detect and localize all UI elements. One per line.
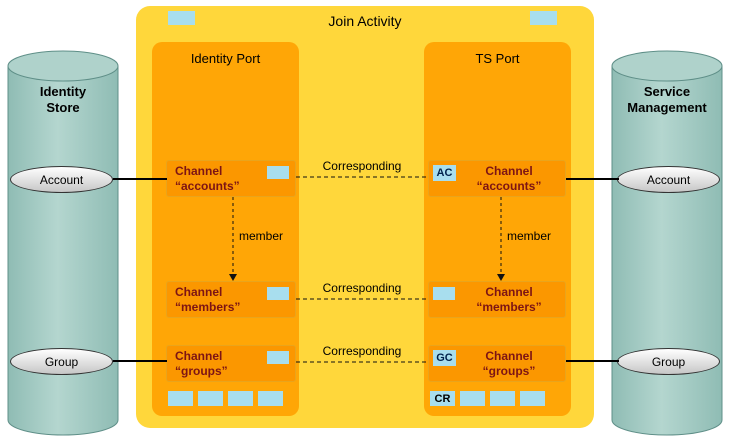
corresponding-label-members: Corresponding: [322, 281, 402, 295]
gc-tag: GC: [433, 350, 456, 366]
channel-name: “groups”: [482, 364, 536, 378]
decor-square: [258, 391, 283, 406]
diagram-title: Join Activity: [328, 13, 402, 29]
cr-tag: CR: [430, 391, 455, 406]
channel-word: Channel: [485, 285, 533, 299]
identity-port-title: Identity Port: [190, 51, 261, 66]
decor-square: [168, 391, 193, 406]
decor-rect: [433, 287, 455, 300]
join-activity-box: Join Activity Identity Port Channel “acc…: [136, 6, 594, 428]
channel-word: Channel: [485, 164, 533, 178]
decor-square: [520, 391, 545, 406]
channel-groups-ts: GC Channel “groups”: [428, 345, 566, 382]
decor-square: [460, 391, 485, 406]
channel-accounts-identity: Channel “accounts”: [166, 160, 296, 197]
identity-account-ellipse: Account: [10, 166, 113, 193]
channel-word: Channel: [175, 349, 223, 363]
channel-word: Channel: [485, 349, 533, 363]
channel-name: “members”: [476, 300, 542, 314]
service-management-line1: Service: [643, 84, 691, 99]
channel-name: “groups”: [175, 364, 228, 378]
ac-tag: AC: [433, 165, 456, 181]
identity-store-line2: Store: [46, 100, 80, 115]
service-management-line2: Management: [627, 100, 707, 115]
channel-word: Channel: [175, 285, 223, 299]
ts-port-title: TS Port: [475, 51, 520, 66]
channel-members-ts: Channel “members”: [428, 281, 566, 318]
decor-square: [228, 391, 253, 406]
decor-rect: [267, 166, 289, 179]
decor-rect: [267, 287, 289, 300]
corresponding-label-accounts: Corresponding: [322, 159, 402, 173]
service-group-ellipse: Group: [617, 348, 720, 375]
decor-square: [490, 391, 515, 406]
channel-word: Channel: [175, 164, 223, 178]
decor-square: [198, 391, 223, 406]
corresponding-label-groups: Corresponding: [322, 344, 402, 358]
service-account-ellipse: Account: [617, 166, 720, 193]
channel-members-identity: Channel “members”: [166, 281, 296, 318]
channel-name: “accounts”: [175, 179, 240, 193]
channel-name: “accounts”: [476, 179, 542, 193]
ts-port-box: TS Port AC Channel “accounts” Channel “m…: [424, 42, 571, 416]
identity-store-label: Identity Store: [13, 84, 113, 116]
identity-port-box: Identity Port Channel “accounts” Channel…: [152, 42, 299, 416]
identity-store-line1: Identity: [39, 84, 87, 99]
member-label-right: member: [507, 229, 552, 243]
service-management-label: Service Management: [612, 84, 722, 116]
decor-rect: [267, 351, 289, 364]
channel-groups-identity: Channel “groups”: [166, 345, 296, 382]
identity-group-ellipse: Group: [10, 348, 113, 375]
decor-rect-top-left: [168, 11, 195, 25]
channel-accounts-ts: AC Channel “accounts”: [428, 160, 566, 197]
channel-name: “members”: [175, 300, 241, 314]
member-label-left: member: [239, 229, 284, 243]
decor-rect-top-right: [530, 11, 557, 25]
